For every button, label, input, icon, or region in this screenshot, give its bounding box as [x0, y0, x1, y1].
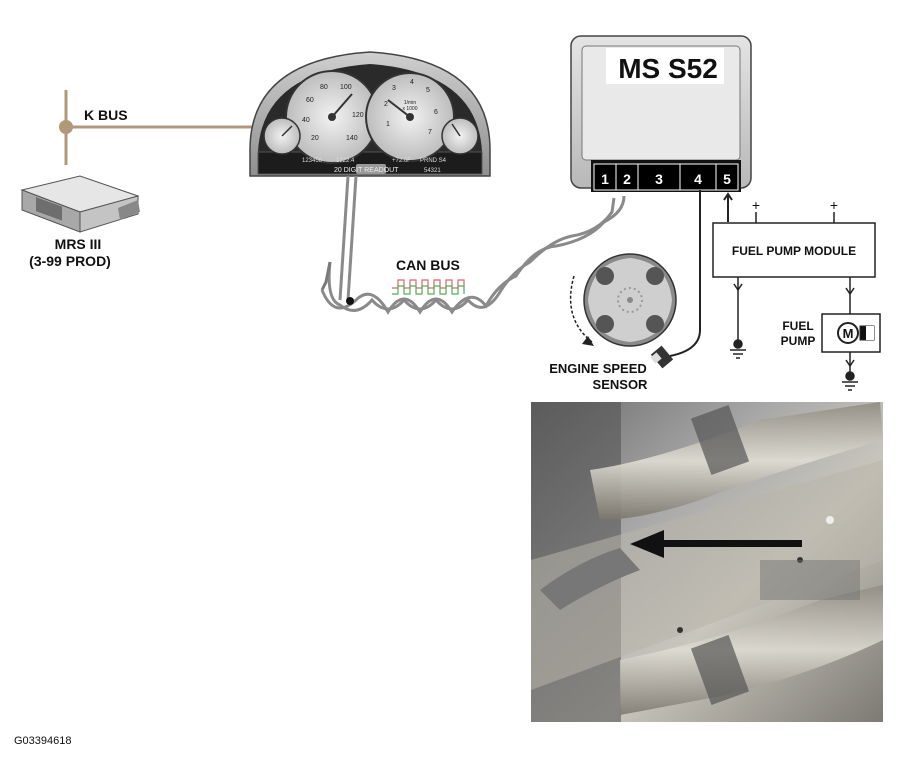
ecu-pin-label: 5 [723, 171, 731, 187]
fuel-pump-wires [842, 277, 858, 391]
engine-speed-sensor-wire [669, 190, 701, 357]
speedo-tick: 120 [352, 112, 364, 119]
odometer-readout: 123456 [302, 158, 323, 164]
engine-speed-label-line1: ENGINE SPEED [549, 361, 647, 376]
digit-readout: 20 DIGIT READOUT [334, 167, 399, 174]
plus-symbol: + [830, 197, 838, 213]
tach-tick: 6 [434, 109, 438, 116]
fuel-pump-label-line2: PUMP [781, 334, 816, 348]
gear-readout: PRND S4 [420, 158, 447, 164]
fuel-line-photo [531, 402, 883, 722]
speedo-tick: 80 [320, 84, 328, 91]
k-bus-label: K BUS [84, 107, 128, 123]
can-bus-label: CAN BUS [396, 257, 460, 273]
fuel-pump-module-label: FUEL PUMP MODULE [732, 244, 856, 258]
tach-unit: x 1000 [402, 106, 417, 112]
figure-id: G03394618 [14, 735, 72, 747]
temp-readout: +72.0F [392, 158, 411, 164]
speedo-tick: 40 [302, 117, 310, 124]
ecu-title: MS S52 [618, 53, 718, 84]
speedo-tick: 140 [346, 135, 358, 142]
ecu-pin-label: 3 [655, 171, 663, 187]
fuel-pump-control-wire [723, 192, 733, 222]
engine-speed-label-line2: SENSOR [593, 377, 649, 392]
location-arrow-icon [630, 530, 802, 558]
ecu-pin-label: 2 [623, 171, 631, 187]
plus-symbol: + [752, 197, 760, 213]
can-bus-signal-icon [392, 279, 465, 295]
tach-tick: 2 [384, 101, 388, 108]
speedo-tick: 60 [306, 97, 314, 104]
speedo-tick: 20 [311, 135, 319, 142]
tach-tick: 5 [426, 87, 430, 94]
rotation-arrow [569, 275, 593, 343]
can-bus-junction [346, 297, 354, 305]
code-readout: 54321 [424, 168, 441, 174]
fuel-pump-module-box [712, 222, 876, 278]
mrs-label-line2: (3-99 PROD) [29, 253, 111, 269]
module-ground [730, 277, 746, 359]
k-bus-line [59, 90, 255, 165]
tach-tick: 3 [392, 85, 396, 92]
motor-icon [837, 322, 859, 344]
engine-speed-wheel [583, 253, 677, 347]
tach-unit: 1/min [404, 100, 416, 106]
ecu-pin-block [593, 163, 739, 191]
rotation-arrow-head [582, 336, 594, 346]
tach-tick: 1 [386, 121, 390, 128]
can-bus-wires [320, 175, 626, 315]
tach-tick: 7 [428, 129, 432, 136]
power-feed-wires [755, 212, 835, 223]
instrument-cluster [249, 51, 491, 177]
tach-tick: 4 [410, 79, 414, 86]
k-bus-node [59, 120, 73, 134]
speed-sensor-probe [650, 345, 674, 369]
trip-readout: 1222.4 [336, 158, 355, 164]
motor-letter: M [843, 326, 854, 341]
mrs-module [20, 175, 140, 233]
mrs-label-line1: MRS III [55, 236, 102, 252]
ecu-pin-label: 4 [694, 171, 702, 187]
fuel-pump-label-line1: FUEL [782, 319, 813, 333]
speedo-tick: 100 [340, 84, 352, 91]
ecu-pin-label: 1 [601, 171, 609, 187]
